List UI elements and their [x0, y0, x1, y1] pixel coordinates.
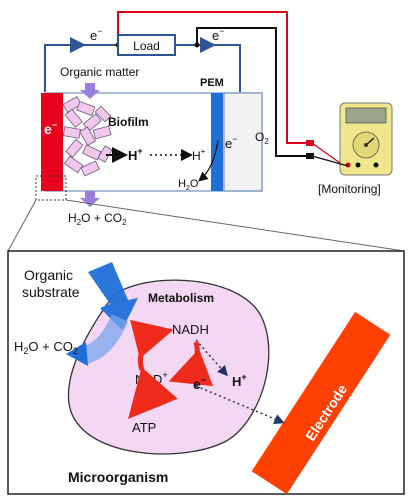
organic-matter-label: Organic matter [60, 65, 139, 79]
zoom-line-right [65, 199, 405, 252]
products-arrow [66, 342, 88, 366]
load-label: Load [133, 39, 160, 53]
oxygen-label: O2 [255, 130, 269, 146]
cycle-arrow-down [168, 341, 214, 387]
substrate-line2: substrate [22, 284, 80, 300]
anode-electron: e− [44, 120, 57, 137]
atp-label: ATP [132, 420, 156, 435]
electron-to-electrode-arrow [195, 385, 285, 424]
cathode-electron: e− [225, 134, 238, 151]
zoom-line-left [7, 199, 37, 252]
cell-products-label: H2O + CO2 [68, 211, 127, 227]
anode [41, 93, 63, 191]
water-label: H2O [178, 178, 199, 192]
substrate-line1: Organic [24, 267, 73, 283]
proton-left: H+ [128, 146, 143, 163]
products-out-arrow [80, 191, 100, 207]
substrate-arrow [88, 262, 138, 330]
microorganism-label: Microorganism [68, 469, 168, 485]
top-electron-right: e− [212, 26, 225, 43]
external-circuit [44, 11, 312, 157]
zoom-source-box [35, 175, 67, 201]
inset-electron-label: e− [193, 375, 206, 392]
electrode [251, 311, 391, 495]
oxygen-reduction-curve [198, 139, 219, 182]
pem-label: PEM [200, 77, 224, 89]
organic-in-arrow [80, 83, 100, 99]
metabolism-label: Metabolism [148, 291, 214, 305]
cycle-arrow-up [130, 319, 174, 371]
nadh-label: NADH [172, 322, 209, 337]
cathode-chamber [223, 92, 263, 192]
biofilm-bacteria [62, 95, 113, 177]
biofilm-label: Biofilm [108, 115, 149, 129]
inset-proton-label: H+ [232, 372, 247, 389]
load-box [117, 34, 176, 56]
top-electron-left: e− [90, 26, 103, 43]
monitoring-label: [Monitoring] [318, 182, 381, 196]
atp-arrow [128, 367, 178, 420]
pem-membrane [211, 93, 223, 191]
inset-products-label: H2O + CO2 [14, 339, 78, 356]
proton-right: H+ [192, 147, 206, 163]
multimeter [306, 102, 393, 176]
